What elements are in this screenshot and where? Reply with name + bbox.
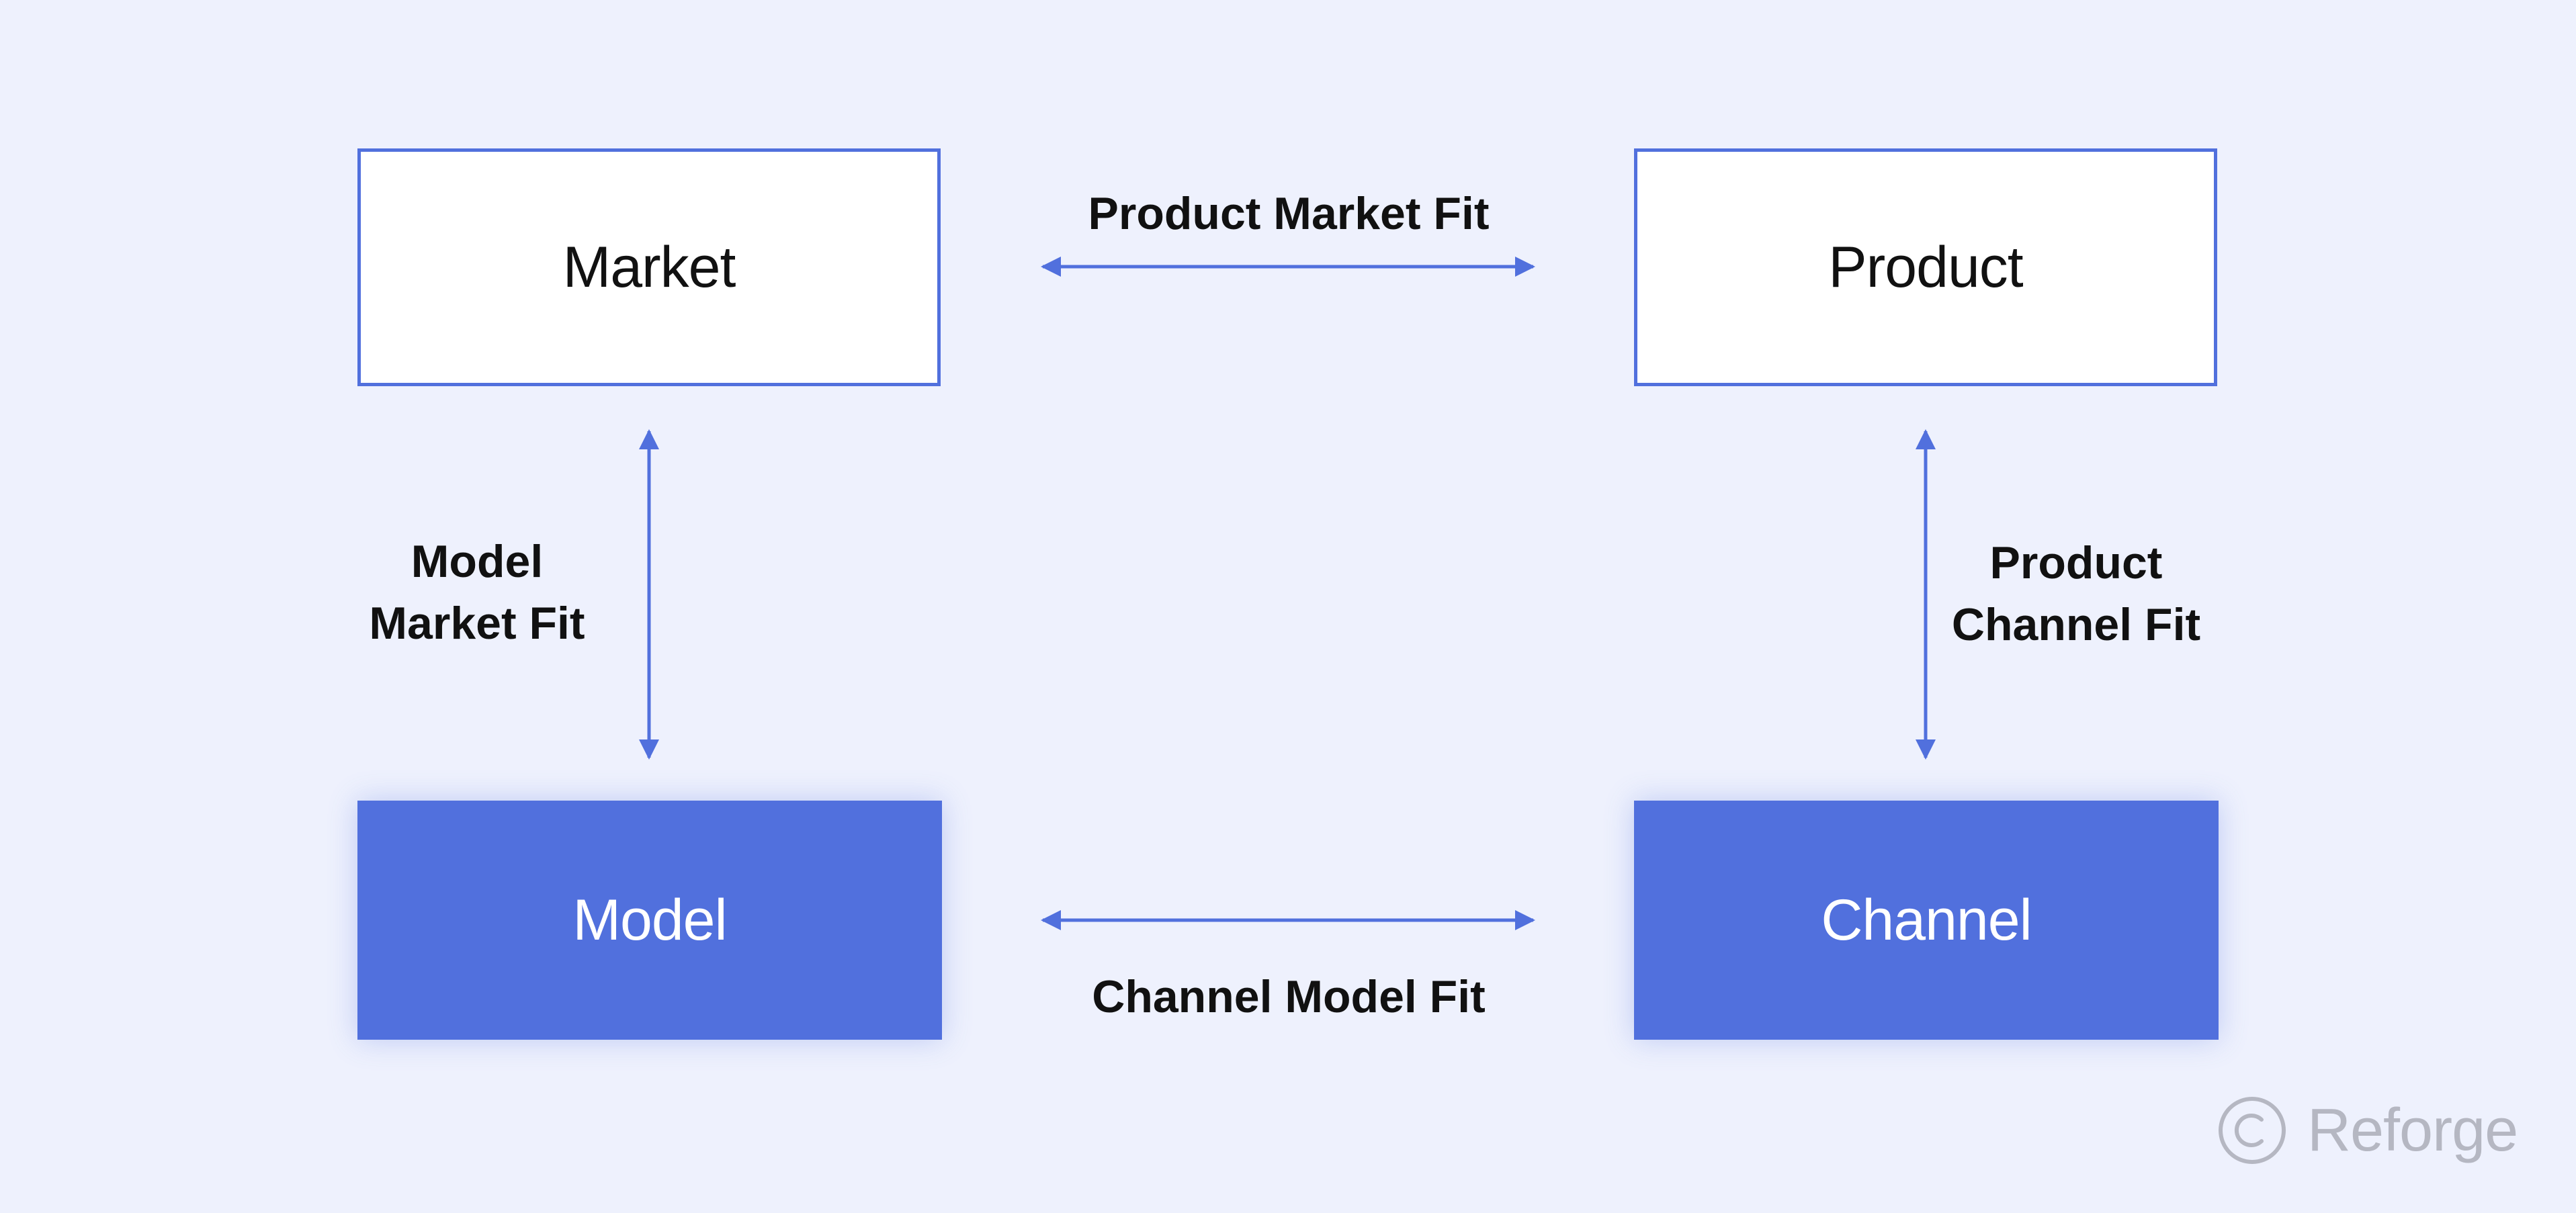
- node-market-label: Market: [562, 234, 736, 300]
- edge-label-line: Channel Fit: [1951, 599, 2201, 650]
- edge-label-line: Model: [411, 536, 544, 587]
- node-channel: Channel: [1634, 801, 2219, 1040]
- node-channel-label: Channel: [1821, 887, 2032, 952]
- edge-label-line: Product: [1989, 537, 2163, 588]
- edge-label-line: Market Fit: [369, 598, 585, 649]
- node-model-label: Model: [572, 887, 727, 952]
- edge-label-product-channel-fit: Product Channel Fit: [1908, 532, 2244, 656]
- brand-name: Reforge: [2307, 1096, 2518, 1164]
- brand-watermark: Reforge: [2217, 1093, 2518, 1167]
- node-product: Product: [1634, 148, 2217, 386]
- edge-label-model-market-fit: Model Market Fit: [323, 531, 632, 654]
- node-market: Market: [357, 148, 941, 386]
- edge-label-channel-model-fit: Channel Model Fit: [1092, 971, 1486, 1022]
- node-product-label: Product: [1828, 234, 2023, 300]
- copyright-icon: [2219, 1097, 2286, 1164]
- edge-label-product-market-fit: Product Market Fit: [1088, 188, 1490, 239]
- node-model: Model: [357, 801, 942, 1040]
